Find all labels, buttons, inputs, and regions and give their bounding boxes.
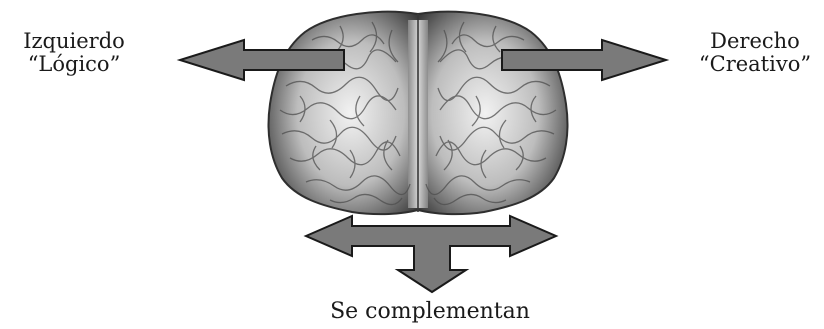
three-way-arrow-icon xyxy=(306,216,556,292)
right-hemisphere-label: Derecho “Creativo” xyxy=(688,30,822,76)
left-hemisphere-title: Izquierdo xyxy=(8,30,140,53)
left-hemisphere-label: Izquierdo “Lógico” xyxy=(8,30,140,76)
complement-label: Se complementan xyxy=(300,300,560,323)
brain-icon xyxy=(269,12,568,214)
left-hemisphere-subtitle: “Lógico” xyxy=(8,53,140,76)
right-hemisphere xyxy=(418,12,568,214)
right-hemisphere-title: Derecho xyxy=(688,30,822,53)
right-hemisphere-subtitle: “Creativo” xyxy=(688,53,822,76)
left-hemisphere xyxy=(269,12,419,214)
